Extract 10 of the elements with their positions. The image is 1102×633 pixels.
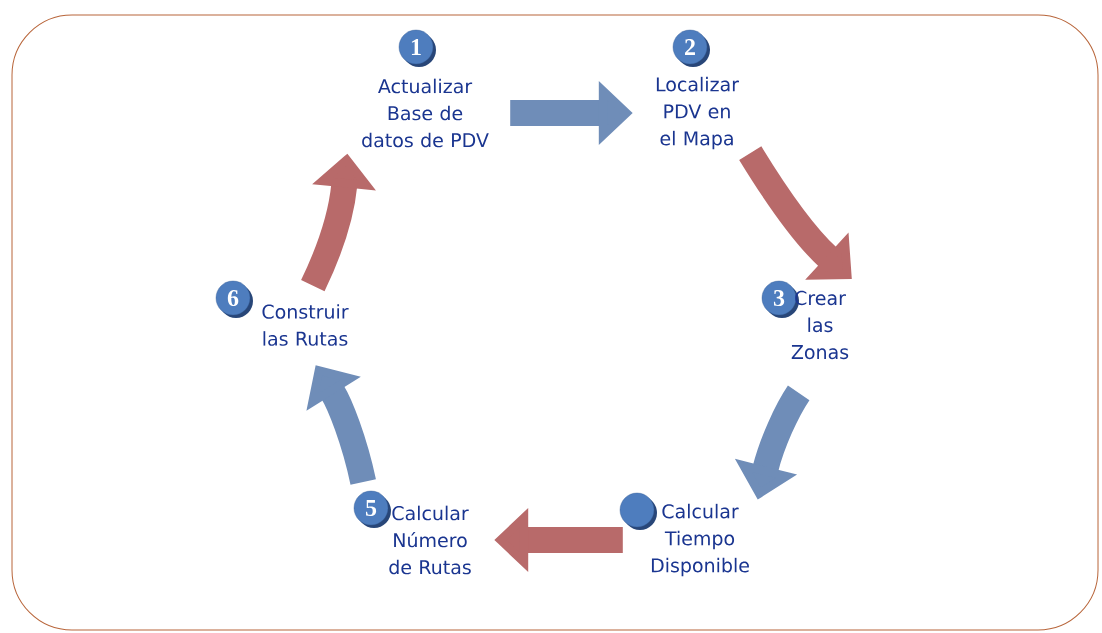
step-label: Calcular Número de Rutas xyxy=(389,505,471,575)
block-arrow xyxy=(739,146,852,280)
number-badge: 2 xyxy=(672,29,710,67)
step-label: Construir las Rutas xyxy=(262,304,349,346)
step-label: Calcular Tiempo Disponible xyxy=(651,503,749,577)
step-label: Localizar PDV en el Mapa xyxy=(656,76,739,150)
step-label: Actualizar Base de datos de PDV xyxy=(362,78,489,148)
number-badge: 5 xyxy=(353,490,391,528)
number-badge: 6 xyxy=(215,280,253,318)
number-badge: 1 xyxy=(398,29,436,67)
